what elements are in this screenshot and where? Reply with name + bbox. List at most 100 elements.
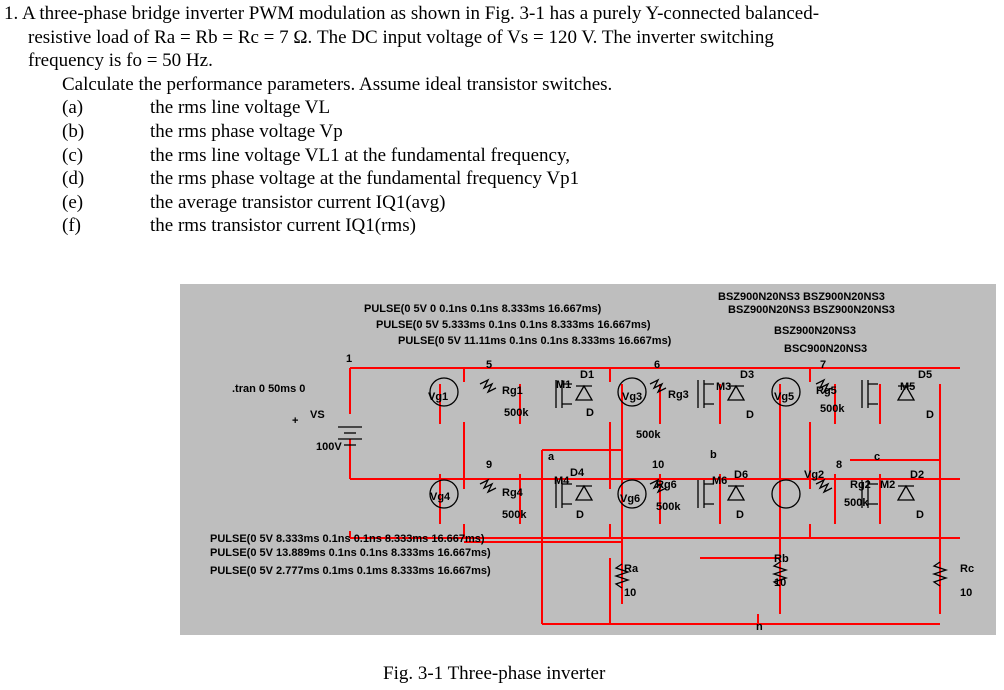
dc-source [338,426,362,446]
problem-statement: 1. A three-phase bridge inverter PWM mod… [4,2,994,238]
circuit-schematic: PULSE(0 5V 0 0.1ns 0.1ns 8.333ms 16.667m… [180,284,996,635]
diodes [574,384,916,501]
vg6-source-symbol [617,479,647,509]
vg1-source-symbol [429,377,459,407]
model-label-4: BSC900N20NS3 [784,343,867,355]
node-8-label: 8 [836,459,842,471]
vg5-source-symbol [771,377,801,407]
d4-label: D4 [570,467,585,479]
schematic-svg: PULSE(0 5V 0 0.1ns 0.1ns 8.333ms 16.667m… [210,291,974,633]
item-label: (a) [62,97,84,119]
node-1-label: 1 [346,353,352,365]
item-text: the rms line voltage VL1 at the fundamen… [150,144,570,166]
vg2-label: Vg2 [804,469,824,481]
node-7-label: 7 [820,359,826,371]
m2-label: M2 [880,479,895,491]
vg4-source-symbol [429,479,459,509]
item-text: the rms phase voltage Vp [150,120,343,142]
gate-resistors [479,378,833,494]
vg3-label: Vg3 [622,391,642,403]
d6-diode-symbol [726,484,746,501]
node-5-label: 5 [486,359,492,371]
m3-label: M3 [716,381,731,393]
node-a-label: a [548,451,555,463]
d6-model: D [736,509,744,521]
m4-mosfet-symbol [555,480,572,508]
question-item-a: (a)the rms line voltage VL [4,96,994,120]
d4-model: D [576,509,584,521]
rg5-label: Rg5 [816,385,837,397]
model-label-3: BSZ900N20NS3 [774,325,856,337]
m5-mosfet-symbol [861,380,878,408]
node-6-label: 6 [654,359,660,371]
vs-plus-sign: + [292,415,298,427]
pulse-label-2: PULSE(0 5V 5.333ms 0.1ns 0.1ns 8.333ms 1… [376,319,651,331]
d6-label: D6 [734,469,748,481]
rc-value: 10 [960,587,972,599]
rg3-resistor-symbol [649,378,667,394]
node-c-label: c [874,451,880,463]
rb-value: 10 [774,577,786,589]
d1-diode-symbol [574,384,594,401]
node-9-label: 9 [486,459,492,471]
item-label: (d) [62,168,85,190]
ra-value: 10 [624,587,636,599]
m1-label: M1 [556,379,571,391]
rg4-value: 500k [502,509,527,521]
rb-label: Rb [774,553,789,565]
rg1-label: Rg1 [502,385,523,397]
d1-model: D [586,407,594,419]
vg4-label: Vg4 [430,491,451,503]
vg5-label: Vg5 [774,391,794,403]
d5-model: D [926,409,934,421]
question-item-d: (d)the rms phase voltage at the fundamen… [4,167,994,191]
pulse-label-5: PULSE(0 5V 13.889ms 0.1ns 0.1ns 8.333ms … [210,547,491,559]
rg4-resistor-symbol [479,478,497,494]
d4-diode-symbol [574,484,594,501]
vs-value: 100V [316,441,342,453]
tran-directive: .tran 0 50ms 0 [232,383,305,395]
m1-mosfet-symbol [555,380,572,408]
item-label: (c) [62,144,84,166]
pulse-label-4: PULSE(0 5V 8.333ms 0.1ns 0.1ns 8.333ms 1… [210,533,485,545]
rc-resistor-symbol [931,561,949,587]
load-resistors [613,561,949,589]
rg5-resistor-symbol [815,378,833,394]
vg1-label: Vg1 [428,391,448,403]
vg2-source-symbol [771,479,801,509]
model-label-2: BSZ900N20NS3 BSZ900N20NS3 [728,304,895,316]
wires [349,367,960,625]
rc-label: Rc [960,563,974,575]
node-n-label: n [756,621,763,633]
pulse-label-6: PULSE(0 5V 2.777ms 0.1ms 0.1ms 8.333ms 1… [210,565,491,577]
rg6-label: Rg6 [656,479,677,491]
d2-diode-symbol [896,484,916,501]
rg4-label: Rg4 [502,487,524,499]
calculate-line: Calculate the performance parameters. As… [62,73,613,95]
d5-diode-symbol [896,384,916,401]
m6-mosfet-symbol [697,480,714,508]
mosfets [555,380,878,508]
question-item-b: (b)the rms phase voltage Vp [4,120,994,144]
pulse-label-3: PULSE(0 5V 11.11ms 0.1ns 0.1ns 8.333ms 1… [398,335,672,347]
ra-label: Ra [624,563,639,575]
ra-resistor-symbol [613,563,631,589]
question-item-e: (e)the average transistor current IQ1(av… [4,191,994,215]
vs-label: VS [310,409,325,421]
rg1-resistor-symbol [479,378,497,394]
pulse-label-1: PULSE(0 5V 0 0.1ns 0.1ns 8.333ms 16.667m… [364,303,602,315]
model-label-1: BSZ900N20NS3 BSZ900N20NS3 [718,291,885,303]
m4-label: M4 [554,475,570,487]
d3-label: D3 [740,369,754,381]
d5-label: D5 [918,369,932,381]
rg2-resistor-symbol [815,478,833,494]
m3-mosfet-symbol [697,380,714,408]
rg2-label: Rg2 [850,479,871,491]
item-label: (e) [62,191,84,213]
m6-label: M6 [712,475,727,487]
rg3-value: 500k [636,429,661,441]
rg6-value: 500k [656,501,681,513]
intro-text-1: A three-phase bridge inverter PWM modula… [21,3,820,24]
item-label: (f) [62,215,81,237]
question-list: (a)the rms line voltage VL (b)the rms ph… [4,96,994,238]
